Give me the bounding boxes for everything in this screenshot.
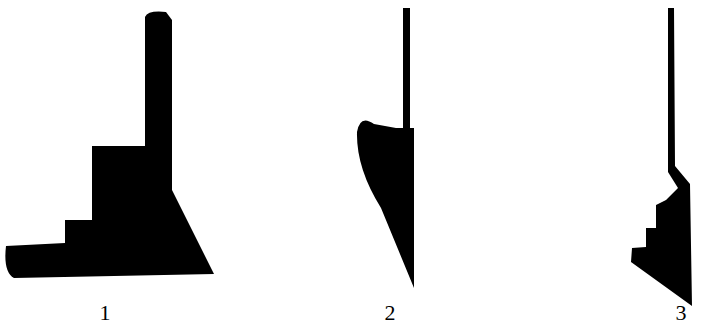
profile-silhouette [357,8,414,288]
figure-number: 3 [661,300,701,326]
profile-silhouette [5,12,214,278]
figure-number: 1 [85,300,125,326]
profile-silhouette [631,8,692,306]
figure-number: 2 [370,300,410,326]
